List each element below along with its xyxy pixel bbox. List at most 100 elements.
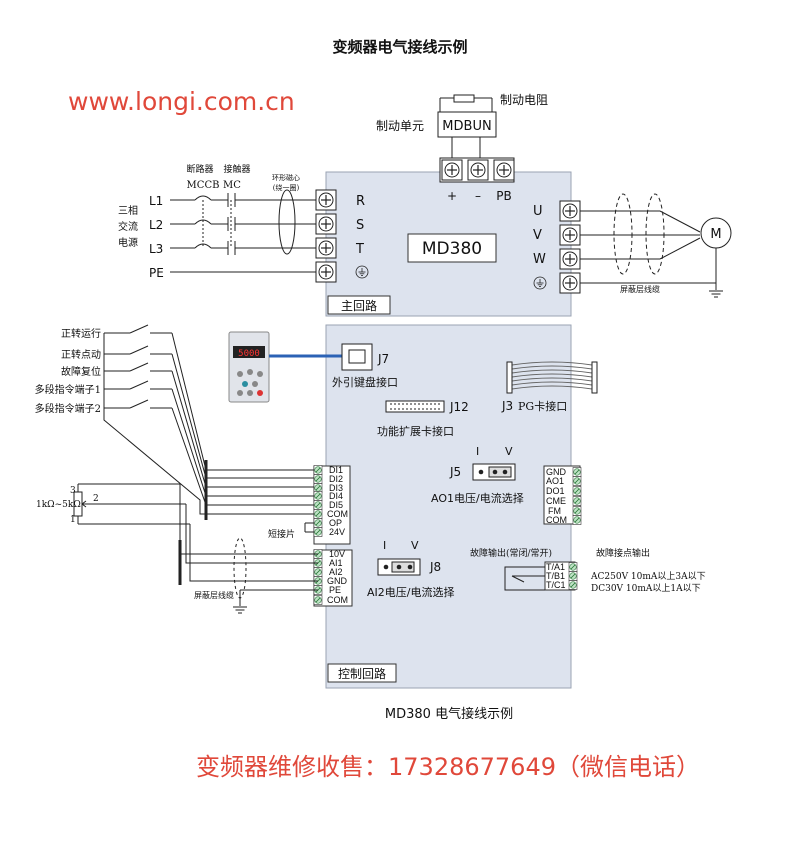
keypad-device bbox=[228, 331, 270, 403]
power-source-line3: 电源 bbox=[118, 236, 138, 249]
dc-terminal-block bbox=[439, 157, 515, 183]
input-fault-reset: 故障复位 bbox=[61, 365, 101, 378]
pot-pin1: 1 bbox=[70, 515, 76, 525]
terminal-di5: DI5 bbox=[329, 500, 343, 510]
output-wiring bbox=[580, 193, 717, 290]
di-terminal-block bbox=[313, 465, 351, 545]
j8-label: AI2电压/电流选择 bbox=[367, 585, 454, 599]
terminal-ao-gnd: GND bbox=[546, 467, 567, 477]
footer-contact: 变频器维修收售：17328677649（微信电话） bbox=[196, 753, 700, 781]
ferrite-label: 环形磁心 bbox=[272, 173, 300, 182]
terminal-ao-com: COM bbox=[546, 515, 567, 525]
j8-i-label: I bbox=[383, 539, 386, 552]
pot-range: 1kΩ~5kΩ bbox=[36, 500, 81, 510]
terminal-do1: DO1 bbox=[546, 486, 565, 496]
line-l1-label: L1 bbox=[149, 194, 163, 208]
rating-dc: DC30V 10mA以上1A以下 bbox=[591, 583, 701, 594]
terminal-r-label: R bbox=[356, 194, 365, 209]
terminal-v-label: V bbox=[533, 228, 542, 243]
page-title: 变频器电气接线示例 bbox=[332, 38, 467, 56]
terminal-w-label: W bbox=[533, 252, 546, 267]
j12-connector bbox=[385, 400, 445, 413]
terminal-ao1: AO1 bbox=[546, 476, 564, 486]
dc-minus-label: – bbox=[475, 189, 481, 203]
j8-v-label: V bbox=[411, 539, 419, 552]
power-source-line1: 三相 bbox=[118, 204, 138, 217]
keypad-port-label: 外引键盘接口 bbox=[332, 375, 398, 389]
terminal-cme: CME bbox=[546, 496, 566, 506]
j5-i-label: I bbox=[476, 445, 479, 458]
brake-resistor-label: 制动电阻 bbox=[500, 93, 548, 107]
power-source-line2: 交流 bbox=[118, 220, 138, 233]
j3-label: PG卡接口 bbox=[518, 400, 567, 413]
input-jog-forward: 正转点动 bbox=[61, 348, 101, 361]
control-circuit-panel bbox=[325, 324, 572, 689]
input-multi-speed-2: 多段指令端子2 bbox=[35, 402, 101, 415]
terminal-u-label: U bbox=[533, 204, 543, 219]
analog-shield-cable-label: 屏蔽层线缆 bbox=[194, 590, 234, 600]
terminal-di3: DI3 bbox=[329, 483, 343, 493]
breaker-code: MCCB bbox=[187, 180, 220, 191]
keypad-display: 5000 bbox=[238, 349, 260, 359]
keypad-port bbox=[341, 343, 373, 371]
terminal-t-label: T bbox=[355, 242, 364, 257]
terminal-di-com: COM bbox=[327, 509, 348, 519]
j3-ribbon-cable bbox=[511, 361, 593, 390]
ai-terminal-block bbox=[313, 549, 353, 607]
terminal-tb1: T/B1 bbox=[546, 571, 565, 581]
terminal-ai-com: COM bbox=[327, 595, 348, 605]
j8-id: J8 bbox=[429, 560, 441, 574]
fault-output-label: 故障输出(常闭/常开) bbox=[470, 547, 552, 559]
ferrite-sublabel: (绕一圈) bbox=[273, 183, 300, 192]
model-label: MD380 bbox=[422, 239, 482, 259]
keypad-port-id: J7 bbox=[377, 352, 389, 366]
line-l3-label: L3 bbox=[149, 242, 163, 256]
pot-pin2: 2 bbox=[93, 494, 99, 504]
terminal-ai1: AI1 bbox=[329, 558, 343, 568]
terminal-ta1: T/A1 bbox=[546, 562, 565, 572]
input-multi-speed-1: 多段指令端子1 bbox=[35, 383, 101, 396]
diagram-caption: MD380 电气接线示例 bbox=[385, 706, 513, 722]
motor-label: M bbox=[710, 227, 721, 242]
pot-pin3: 3 bbox=[70, 486, 76, 496]
rating-ac: AC250V 10mA以上3A以下 bbox=[590, 571, 706, 582]
j5-id: J5 bbox=[449, 465, 461, 479]
j5-label: AO1电压/电流选择 bbox=[431, 491, 524, 505]
analog-wiring bbox=[77, 483, 318, 606]
terminal-24v: 24V bbox=[329, 527, 345, 537]
terminal-di4: DI4 bbox=[329, 491, 343, 501]
terminal-di2: DI2 bbox=[329, 474, 343, 484]
terminal-10v: 10V bbox=[329, 549, 345, 559]
terminal-fm: FM bbox=[548, 506, 561, 516]
terminal-ai2: AI2 bbox=[329, 567, 343, 577]
j3-id: J3 bbox=[501, 399, 513, 413]
motor-ground-icon bbox=[708, 290, 724, 298]
ao-terminal-block bbox=[543, 465, 582, 525]
terminal-pe: PE bbox=[329, 585, 341, 595]
j12-id: J12 bbox=[449, 400, 469, 414]
input-run-forward: 正转运行 bbox=[61, 327, 101, 340]
dc-pb-label: PB bbox=[496, 189, 511, 203]
dc-plus-label: + bbox=[447, 189, 457, 203]
terminal-tc1: T/C1 bbox=[546, 580, 566, 590]
analog-ground-icon bbox=[232, 606, 248, 614]
relay-terminal-block bbox=[544, 561, 578, 591]
watermark-url: www.longi.com.cn bbox=[68, 87, 295, 116]
main-circuit-label: 主回路 bbox=[341, 298, 377, 313]
terminal-gnd: GND bbox=[327, 576, 348, 586]
brake-unit-label: 制动单元 bbox=[376, 119, 424, 133]
j12-label: 功能扩展卡接口 bbox=[377, 424, 454, 438]
brake-unit-box-label: MDBUN bbox=[442, 119, 491, 134]
terminal-s-label: S bbox=[356, 218, 364, 233]
output-shield-cable-label: 屏蔽层线缆 bbox=[620, 284, 660, 294]
fault-contact-label: 故障接点输出 bbox=[596, 547, 650, 559]
line-pe-label: PE bbox=[149, 266, 164, 280]
motor-symbol bbox=[700, 217, 732, 249]
brake-unit-box bbox=[437, 111, 497, 138]
terminal-op: OP bbox=[329, 518, 342, 528]
digital-input-wiring bbox=[103, 324, 318, 533]
terminal-di1: DI1 bbox=[329, 465, 343, 475]
j5-v-label: V bbox=[505, 445, 513, 458]
control-circuit-label: 控制回路 bbox=[338, 666, 386, 681]
